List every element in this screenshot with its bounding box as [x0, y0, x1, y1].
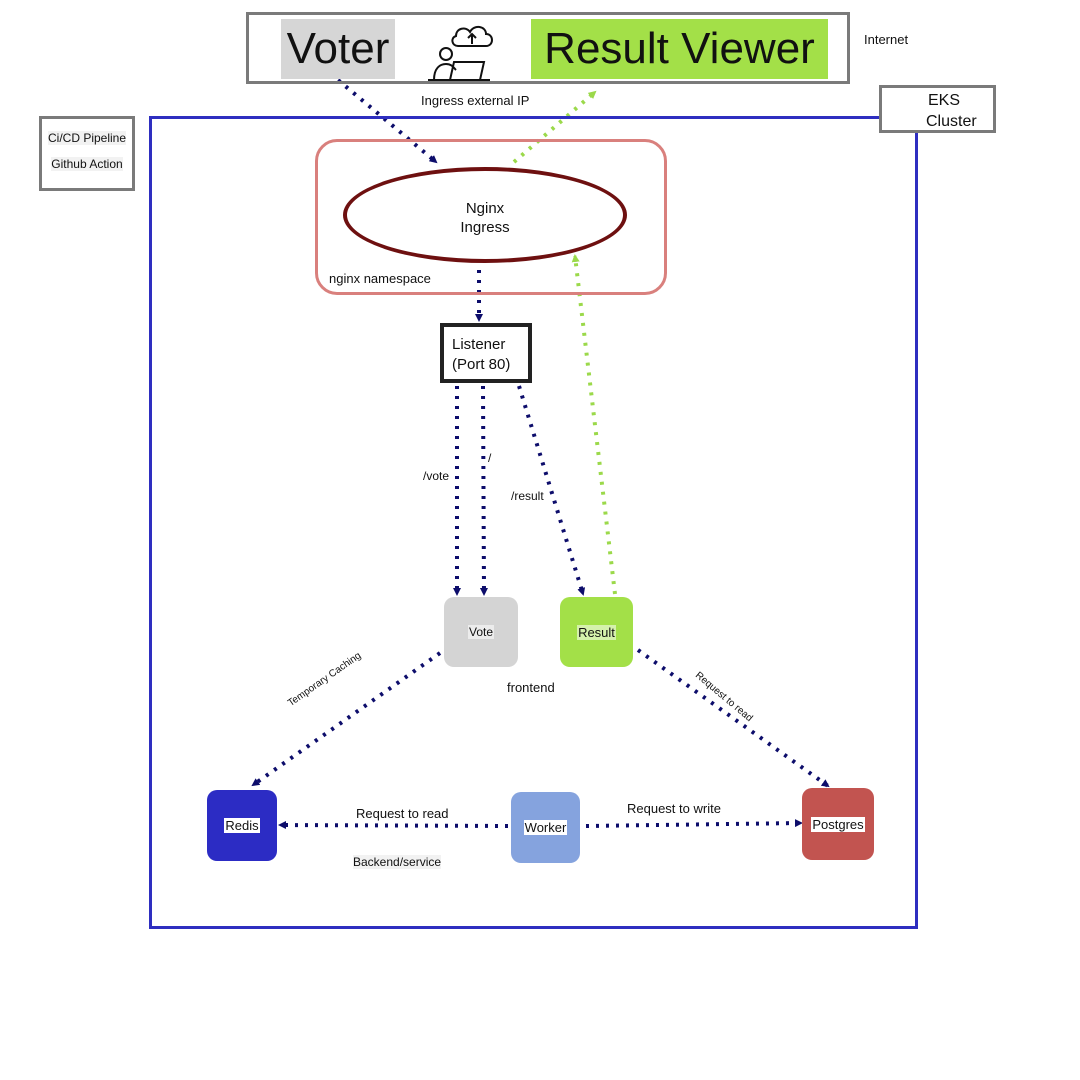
- worker-request-to-read-label: Request to read: [356, 806, 449, 821]
- nginx-ingress-node: Nginx Ingress: [343, 167, 627, 263]
- cicd-pipeline-box: Ci/CD Pipeline Github Action: [39, 116, 135, 191]
- route-vote-label: /vote: [423, 469, 450, 483]
- redis-node-label: Redis: [224, 818, 260, 833]
- arrow-listener-to-result: [517, 385, 586, 596]
- arrow-vote-to-redis: [251, 651, 442, 787]
- vote-node-label: Vote: [467, 625, 495, 639]
- vote-service-node: Vote: [444, 597, 518, 667]
- route-result-label: /result: [511, 489, 544, 503]
- arrow-voter-to-ingress: [336, 78, 438, 164]
- backend-service-group-label: Backend/service: [353, 855, 442, 869]
- cluster-label: Cluster: [926, 113, 977, 130]
- worker-node: Worker: [511, 792, 580, 863]
- worker-request-to-write-label: Request to write: [627, 801, 721, 816]
- route-root-label: /: [488, 451, 492, 465]
- voter-label: Voter: [281, 19, 395, 79]
- cicd-pipeline-label: Ci/CD Pipeline: [47, 131, 127, 145]
- postgres-node-label: Postgres: [811, 816, 865, 832]
- listener-port-label: (Port 80): [452, 356, 511, 373]
- listener-label: Listener: [452, 336, 506, 353]
- result-viewer-label: Result Viewer: [531, 19, 828, 79]
- arrow-worker-to-redis: [278, 821, 509, 830]
- internet-label: Internet: [864, 32, 909, 47]
- worker-node-label: Worker: [523, 820, 568, 835]
- postgres-node: Postgres: [802, 788, 874, 860]
- nginx-namespace-label: nginx namespace: [329, 271, 431, 286]
- ingress-label: Ingress: [460, 219, 510, 236]
- eks-cluster-boundary: [149, 116, 918, 929]
- result-service-node: Result: [560, 597, 633, 667]
- nginx-label: Nginx: [465, 200, 505, 217]
- arrow-result-to-ingress: [571, 254, 617, 595]
- listener-node: Listener (Port 80): [440, 323, 532, 383]
- internet-clients-box: [246, 12, 850, 84]
- nginx-namespace-box: [315, 139, 667, 295]
- ingress-external-ip-label: Ingress external IP: [421, 93, 530, 108]
- frontend-group-label: frontend: [507, 680, 555, 695]
- github-action-label: Github Action: [51, 157, 123, 171]
- cloud-upload-laptop-user-icon: [424, 18, 504, 84]
- eks-cluster-label-box: EKS Cluster: [879, 85, 996, 133]
- eks-label: EKS: [928, 92, 961, 109]
- result-node-label: Result: [577, 624, 616, 640]
- redis-node: Redis: [207, 790, 277, 861]
